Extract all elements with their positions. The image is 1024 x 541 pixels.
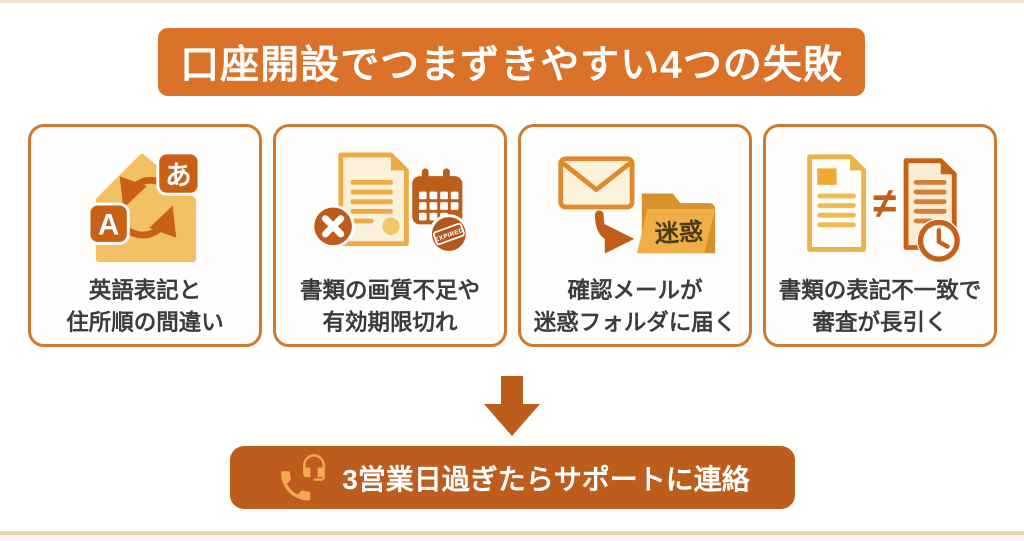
folder-front [636, 208, 716, 254]
translate-address-house-icon: あ A [87, 151, 201, 263]
card-icon-wrap: ≠ [798, 139, 962, 275]
card-caption: 確認メールが 迷惑フォルダに届く [534, 275, 737, 339]
failure-card-document-quality: EXPIRED 書類の画質不足や 有効期限切れ [273, 124, 507, 347]
support-contact-label: 3営業日過ぎたらサポートに連絡 [342, 463, 750, 495]
card-caption: 書類の表記不一致で 審査が長引く [779, 275, 982, 339]
not-equal-symbol: ≠ [873, 180, 896, 227]
bottom-divider [0, 531, 1024, 535]
curved-arrow [594, 210, 635, 254]
mail-to-spam-folder-icon: 迷惑 [558, 156, 716, 254]
card-caption-line1: 確認メールが [567, 278, 703, 303]
top-divider [0, 0, 1024, 3]
failure-card-mismatch: ≠ 書類の表記不一致で 審査が長引く [763, 124, 997, 347]
card-icon-wrap: 迷惑 [553, 139, 717, 275]
kana-glyph: あ [165, 160, 192, 190]
support-contact-banner: 3営業日過ぎたらサポートに連絡 [230, 446, 795, 509]
down-arrow-icon [484, 376, 540, 441]
card-caption: 英語表記と 住所順の間違い [66, 275, 224, 339]
card-caption-line2: 迷惑フォルダに届く [533, 309, 737, 335]
failure-card-translation: あ A 英語表記と 住所順の間違い [28, 124, 262, 347]
card-caption-line2: 住所順の間違い [66, 309, 224, 335]
failure-card-spam-folder: 迷惑 確認メールが 迷惑フォルダに届く [518, 124, 752, 347]
folder-label: 迷惑 [654, 218, 704, 248]
title-banner: 口座開設でつまずきやすい4つの失敗 [158, 28, 865, 96]
below-divider-area [0, 535, 1024, 541]
card-icon-wrap: EXPIRED [308, 139, 472, 275]
phone-headset-icon [281, 453, 326, 500]
card-caption-line1: 書類の表記不一致で [778, 278, 982, 303]
card-caption-line2: 審査が長引く [812, 309, 948, 335]
card-caption-line2: 有効期限切れ [322, 309, 458, 335]
card-icon-wrap: あ A [83, 139, 207, 275]
card-caption-line1: 英語表記と [88, 278, 202, 303]
failure-cards-row: あ A 英語表記と 住所順の間違い [28, 124, 997, 347]
card-caption-line1: 書類の画質不足や [299, 278, 480, 303]
latin-glyph: A [98, 209, 119, 242]
envelope-icon [558, 156, 635, 210]
card-caption: 書類の画質不足や 有効期限切れ [300, 275, 480, 339]
page-title: 口座開設でつまずきやすい4つの失敗 [180, 44, 843, 87]
document-mismatch-clock-icon: ≠ [807, 154, 962, 263]
calendar-body [412, 176, 463, 225]
document-error-expired-calendar-icon: EXPIRED [311, 152, 469, 254]
